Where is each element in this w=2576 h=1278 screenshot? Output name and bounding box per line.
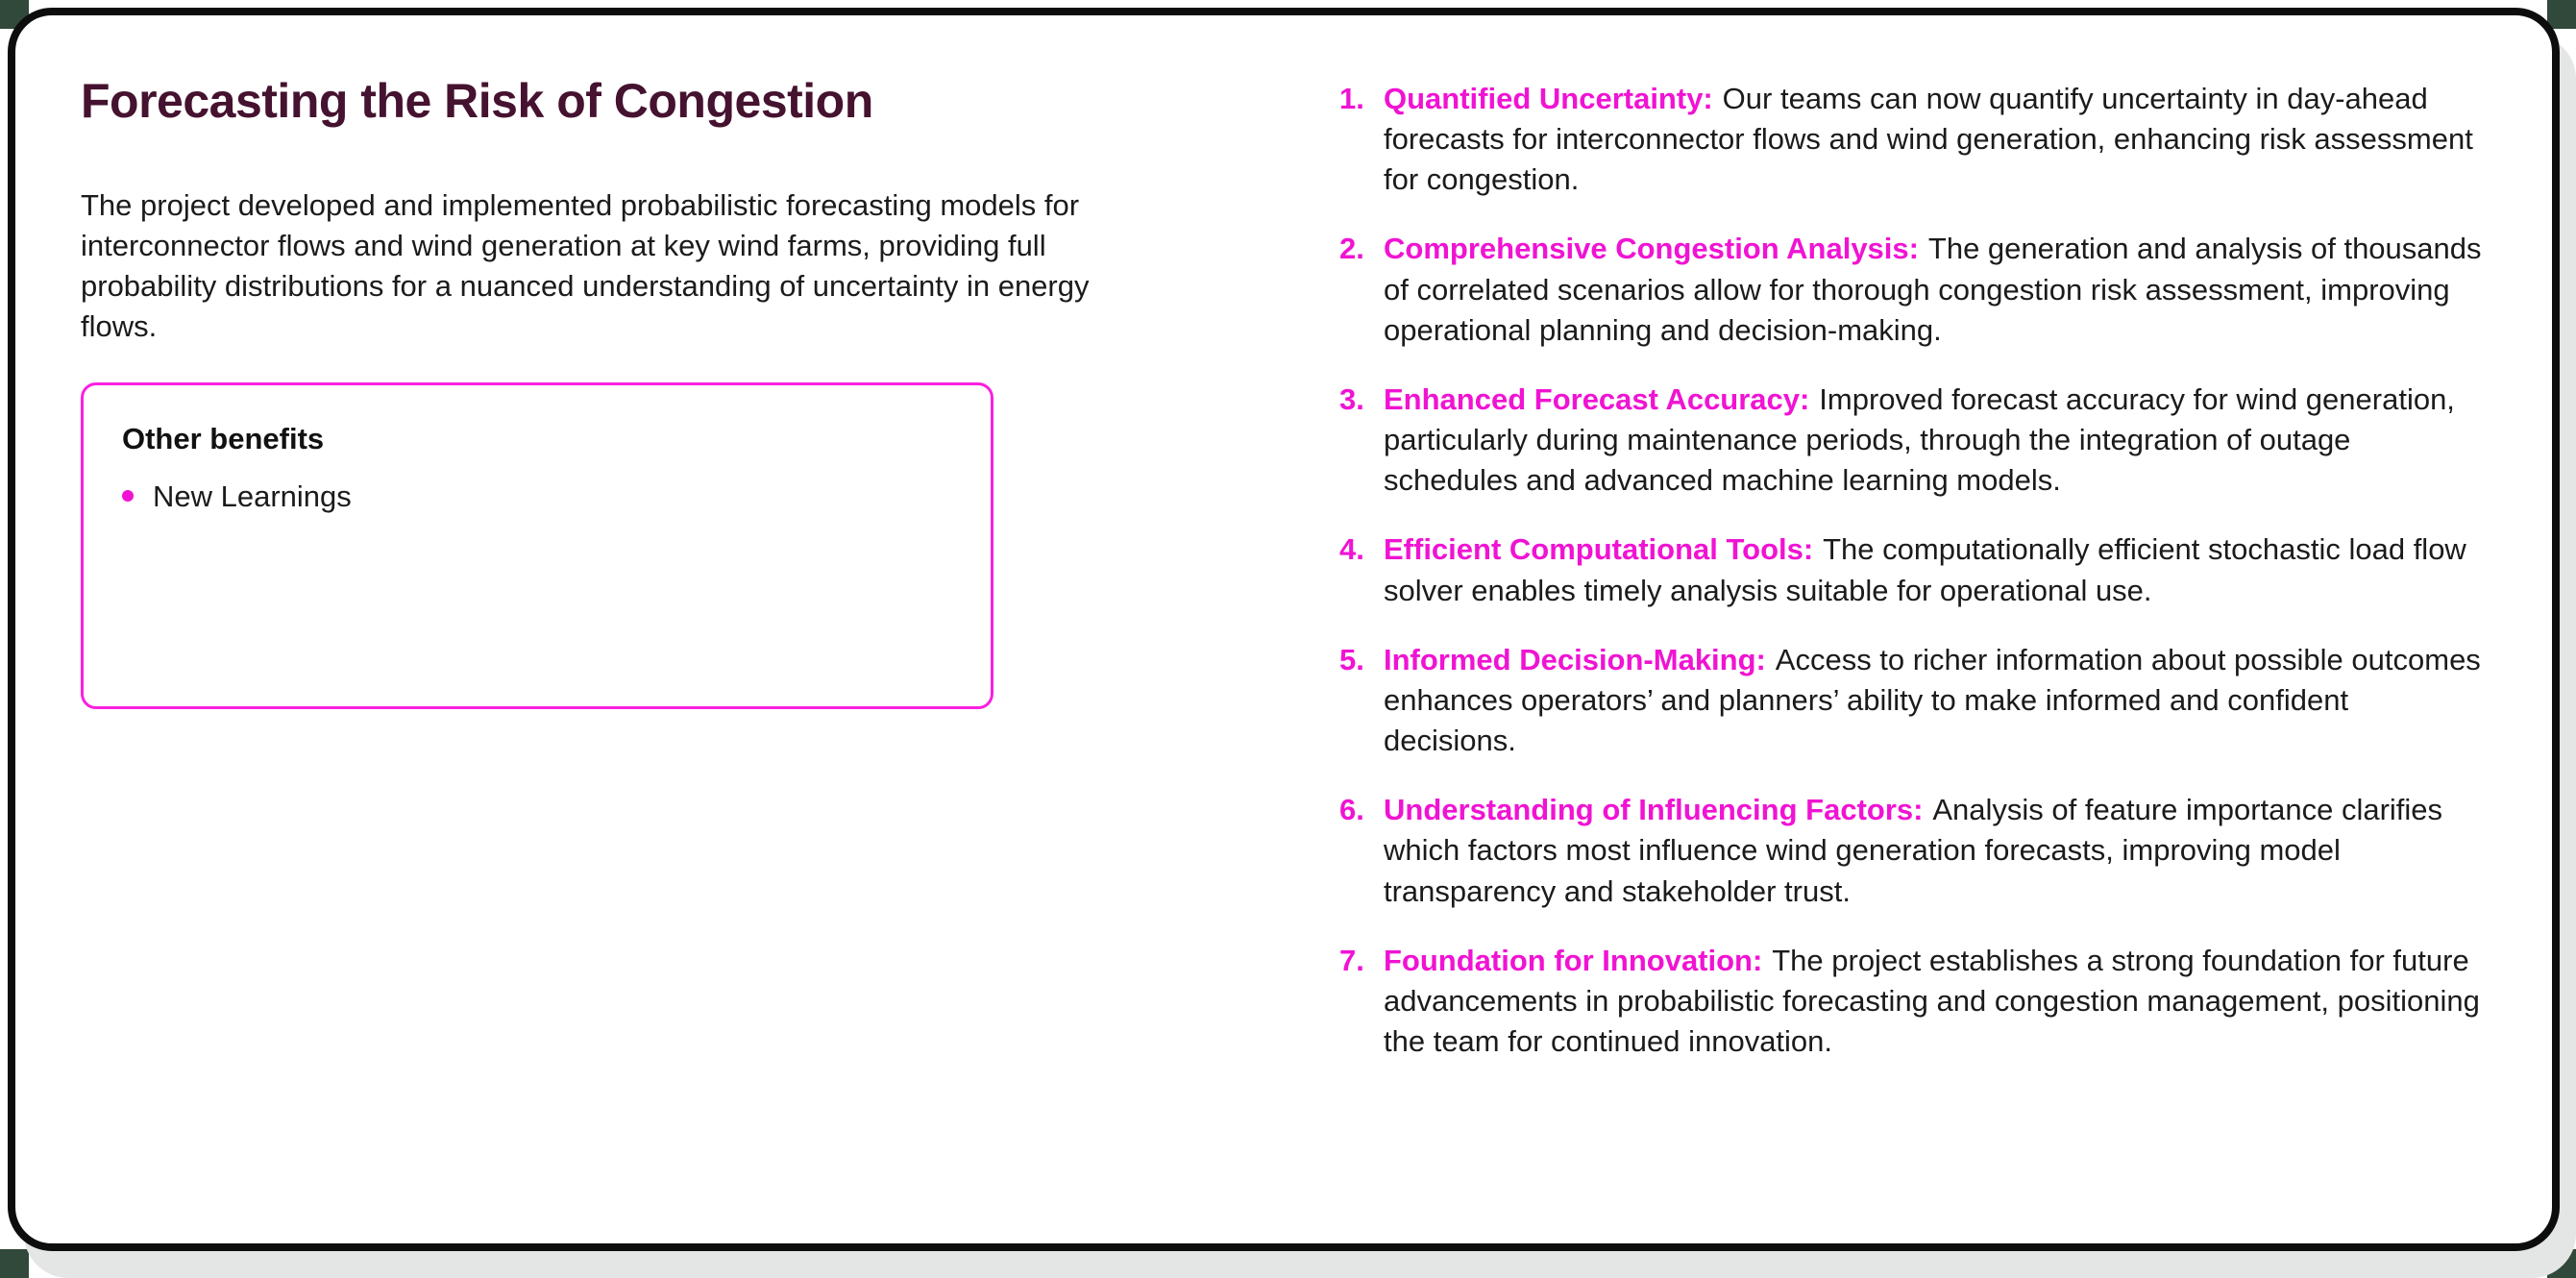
benefit-number: 6. <box>1339 793 1364 827</box>
key-benefit-item-7: 7. Foundation for Innovation:The project… <box>1339 941 2485 1062</box>
benefit-label: Quantified Uncertainty: <box>1384 82 1713 115</box>
right-column: 1. Quantified Uncertainty:Our teams can … <box>1339 75 2485 1091</box>
benefit-number: 1. <box>1339 82 1364 115</box>
key-benefit-item-1: 1. Quantified Uncertainty:Our teams can … <box>1339 79 2485 200</box>
key-benefit-item-2: 2. Comprehensive Congestion Analysis:The… <box>1339 229 2485 350</box>
bullet-icon <box>122 489 134 502</box>
list-item: New Learnings <box>122 479 952 514</box>
key-benefit-item-4: 4. Efficient Computational Tools:The com… <box>1339 529 2485 610</box>
benefit-label: Efficient Computational Tools: <box>1384 532 1814 567</box>
benefit-number: 5. <box>1339 642 1364 676</box>
benefit-text: Comprehensive Congestion Analysis:The ge… <box>1384 229 2485 350</box>
benefit-text: Efficient Computational Tools:The comput… <box>1384 529 2485 610</box>
benefit-number: 7. <box>1339 943 1364 977</box>
intro-paragraph: The project developed and implemented pr… <box>81 188 1090 344</box>
benefit-label: Informed Decision-Making: <box>1384 642 1766 676</box>
benefit-description: The computationally efficient stochastic… <box>1384 532 2466 607</box>
benefit-description: The project establishes a strong foundat… <box>1384 943 2480 1058</box>
other-benefits-box: Other benefits New Learnings <box>81 381 994 709</box>
benefit-number: 4. <box>1339 532 1364 567</box>
other-benefits-heading: Other benefits <box>122 421 325 455</box>
benefit-description: Access to richer information about possi… <box>1384 642 2481 758</box>
benefit-number: 3. <box>1339 381 1364 416</box>
slide-content: Forecasting the Risk of Congestion The p… <box>15 15 2552 1091</box>
benefit-label: Foundation for Innovation: <box>1384 943 1763 977</box>
benefit-label: Understanding of Influencing Factors: <box>1384 793 1924 827</box>
benefit-number: 2. <box>1339 232 1364 266</box>
benefit-label: Comprehensive Congestion Analysis: <box>1384 232 1919 266</box>
key-benefit-item-6: 6. Understanding of Influencing Factors:… <box>1339 790 2485 911</box>
benefit-description: Our teams can now quantify uncertainty i… <box>1384 82 2473 197</box>
benefit-text: Informed Decision-Making:Access to riche… <box>1384 640 2485 761</box>
slide-card: Forecasting the Risk of Congestion The p… <box>8 8 2560 1251</box>
page-title: Forecasting the Risk of Congestion <box>81 74 873 128</box>
benefit-text: Foundation for Innovation:The project es… <box>1384 941 2485 1062</box>
benefit-text: Enhanced Forecast Accuracy:Improved fore… <box>1384 380 2485 501</box>
benefit-text: Understanding of Influencing Factors:Ana… <box>1384 790 2485 911</box>
key-benefit-item-5: 5. Informed Decision-Making:Access to ri… <box>1339 640 2485 761</box>
benefit-description: Analysis of feature importance clarifies… <box>1384 793 2443 908</box>
corner-accent-bottom-right <box>2547 1249 2576 1278</box>
benefit-description: The generation and analysis of thousands… <box>1384 232 2482 347</box>
corner-accent-bottom-left <box>0 1249 29 1278</box>
benefit-text: Quantified Uncertainty:Our teams can now… <box>1384 79 2485 200</box>
benefit-description: Improved forecast accuracy for wind gene… <box>1384 381 2455 498</box>
corner-accent-top-right <box>2547 0 2576 29</box>
bullet-label: New Learnings <box>153 479 352 513</box>
left-column: Forecasting the Risk of Congestion The p… <box>81 75 1272 1091</box>
benefit-label: Enhanced Forecast Accuracy: <box>1384 381 1810 416</box>
key-benefit-item-3: 3. Enhanced Forecast Accuracy:Improved f… <box>1339 380 2485 501</box>
